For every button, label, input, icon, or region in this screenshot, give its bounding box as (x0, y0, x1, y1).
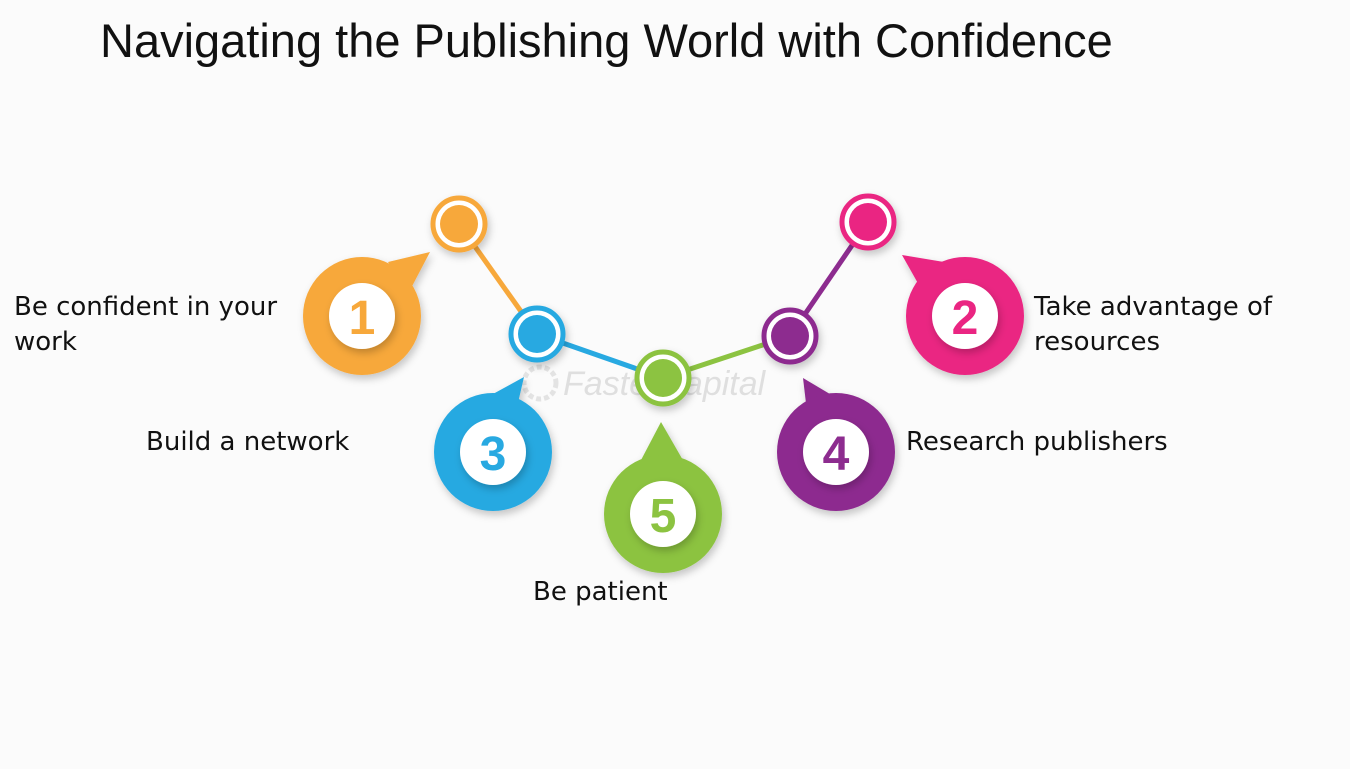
badge-number-4: 4 (823, 428, 850, 481)
node-4 (761, 307, 819, 365)
badge-5: 5 (604, 422, 722, 573)
step-label-5: Be patient (533, 577, 668, 607)
badge-1: 1 (303, 252, 430, 375)
watermark-gear-icon (521, 364, 559, 402)
page-title: Navigating the Publishing World with Con… (100, 14, 1113, 67)
step-label-3: Build a network (146, 427, 350, 457)
badge-2: 2 (902, 255, 1024, 375)
node-1 (430, 195, 488, 253)
badge-number-2: 2 (952, 292, 979, 345)
badge-number-1: 1 (349, 292, 376, 345)
node-2 (839, 193, 897, 251)
step-label-2: Take advantage of resources (1034, 292, 1273, 357)
badge-number-3: 3 (480, 428, 507, 481)
step-label-4: Research publishers (906, 427, 1168, 457)
step-label-1: Be confident in your work (14, 292, 278, 357)
node-3 (508, 305, 566, 363)
badge-3: 3 (434, 377, 552, 511)
badge-4: 4 (777, 378, 895, 511)
badge-number-5: 5 (650, 490, 677, 543)
node-5 (634, 349, 692, 407)
